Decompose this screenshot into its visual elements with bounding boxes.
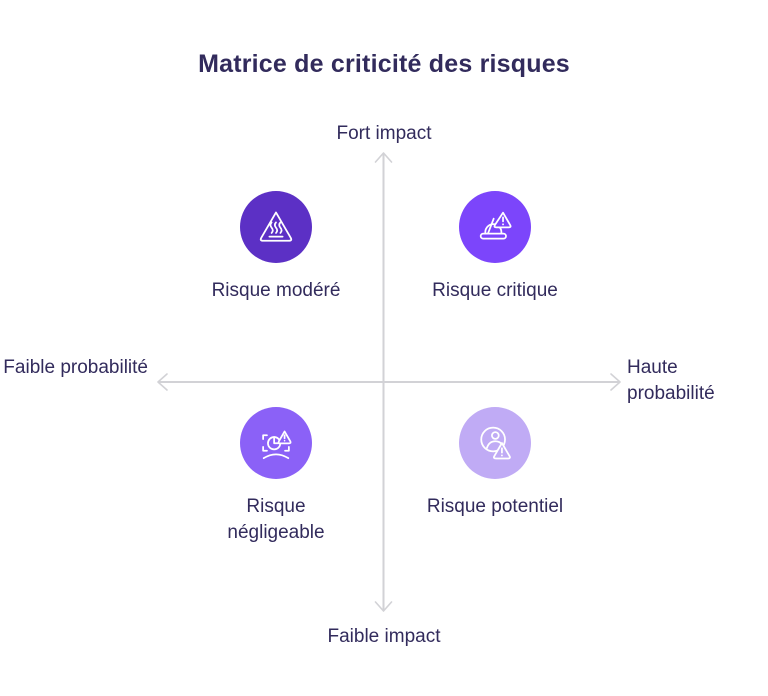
axis-label-haute-probabilite: Haute probabilité bbox=[627, 357, 715, 404]
quadrant-label: Risque négligeable bbox=[227, 496, 325, 543]
quadrant-label: Risque modéré bbox=[211, 280, 341, 301]
quadrant-risque-potentiel: Risque potentiel bbox=[385, 407, 605, 520]
quadrant-risque-critique: Risque critique bbox=[385, 191, 605, 304]
axis-label-fort-impact: Fort impact bbox=[336, 123, 432, 144]
arrow-right-icon bbox=[610, 373, 621, 391]
arrow-down-icon bbox=[374, 601, 393, 612]
hot-surface-warning-icon bbox=[240, 191, 312, 263]
arrow-left-icon bbox=[157, 373, 168, 391]
pie-chart-warning-icon bbox=[240, 407, 312, 479]
axis-label-faible-impact: Faible impact bbox=[327, 626, 441, 647]
quadrant-risque-negligeable: Risque négligeable bbox=[166, 407, 386, 546]
page-title: Matrice de criticité des risques bbox=[198, 50, 570, 78]
arrow-up-icon bbox=[374, 152, 393, 163]
quadrant-label: Risque critique bbox=[432, 280, 558, 301]
person-warning-icon bbox=[459, 407, 531, 479]
quadrant-label: Risque potentiel bbox=[426, 496, 564, 517]
axis-label-faible-probabilite: Faible probabilité bbox=[3, 357, 148, 378]
hard-hat-warning-icon bbox=[459, 191, 531, 263]
quadrant-risque-modere: Risque modéré bbox=[166, 191, 386, 304]
